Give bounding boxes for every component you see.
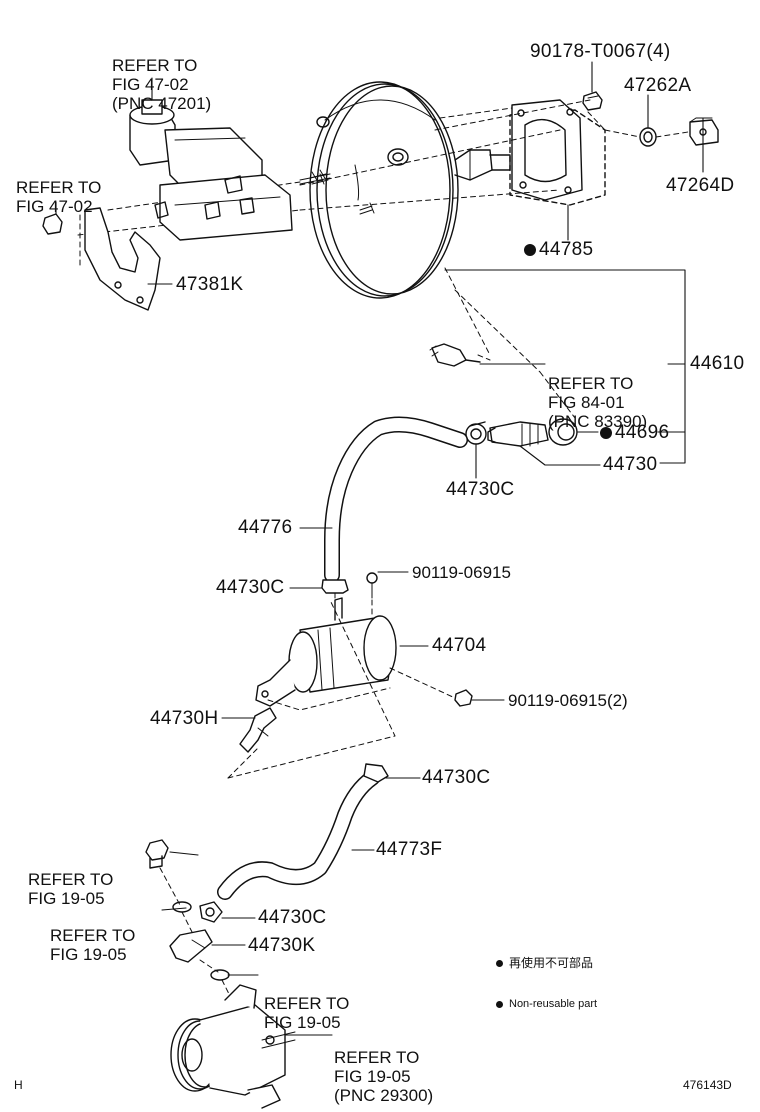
label-44730K: 44730K — [248, 935, 316, 956]
assembly-lines-tank — [227, 592, 456, 779]
bracket-47381K — [84, 207, 161, 311]
legend-row-jp: 再使用不可部品 — [496, 954, 597, 971]
label-90119-06915: 90119-06915 — [412, 563, 511, 582]
vacuum-switch — [429, 343, 481, 367]
hose-44776 — [324, 416, 468, 583]
label-44610: 44610 — [690, 353, 745, 374]
nut-47262A — [639, 127, 657, 147]
label-44776: 44776 — [238, 517, 293, 538]
assembly-lines-switch — [444, 267, 576, 419]
vacuum-tank-44704 — [255, 572, 397, 707]
bolt-90119b — [454, 689, 473, 707]
label-44785: 44785 — [524, 240, 593, 260]
non-reusable-mark — [600, 427, 612, 439]
label-47381K: 47381K — [176, 274, 244, 295]
label-44730: 44730 — [603, 454, 658, 475]
brake-booster — [309, 81, 511, 299]
clip-44730C-4 — [199, 901, 223, 923]
master-cylinder — [129, 99, 331, 241]
nut-90178 — [582, 91, 603, 111]
leader-lines — [55, 61, 704, 1036]
label-90178-T0067: 90178-T0067(4) — [530, 41, 671, 62]
label-44730C-3: 44730C — [422, 767, 491, 788]
label-44704: 44704 — [432, 635, 487, 656]
vacuum-pump — [170, 984, 296, 1109]
label-44696: 44696 — [600, 423, 669, 443]
clip-44730C-1 — [465, 421, 487, 445]
non-reusable-mark — [524, 244, 536, 256]
union-44730K — [169, 929, 213, 963]
grommet-44696 — [548, 418, 578, 446]
legend-dot — [496, 1000, 503, 1008]
legend-row-en: Non-reusable part — [496, 998, 597, 1010]
check-valve-44730 — [487, 421, 549, 447]
valve-44730H — [239, 707, 277, 753]
clip-44730C-3 — [363, 763, 389, 783]
legend-dot — [496, 960, 503, 968]
label-44730C-4: 44730C — [258, 907, 327, 928]
bolt-fig1905 — [145, 839, 169, 869]
label-44773F: 44773F — [376, 839, 443, 860]
gasket-fig1905-a — [172, 901, 192, 913]
label-47264D: 47264D — [666, 175, 735, 196]
hose-44773F — [217, 770, 380, 900]
label-44730H: 44730H — [150, 708, 219, 729]
footer-left: H — [14, 1078, 23, 1092]
clevis-47264D — [689, 117, 719, 146]
gasket-44785 — [509, 99, 606, 206]
footer-code: 476143D — [683, 1078, 732, 1092]
label-44730C-2: 44730C — [216, 577, 285, 598]
label-90119-06915-2: 90119-06915(2) — [508, 691, 628, 710]
gasket-fig1905-b — [210, 969, 230, 981]
legend: 再使用不可部品 Non-reusable part — [496, 930, 597, 1022]
label-44730C-1: 44730C — [446, 479, 515, 500]
clip-44730C-2 — [321, 579, 349, 594]
label-47262A: 47262A — [624, 75, 692, 96]
